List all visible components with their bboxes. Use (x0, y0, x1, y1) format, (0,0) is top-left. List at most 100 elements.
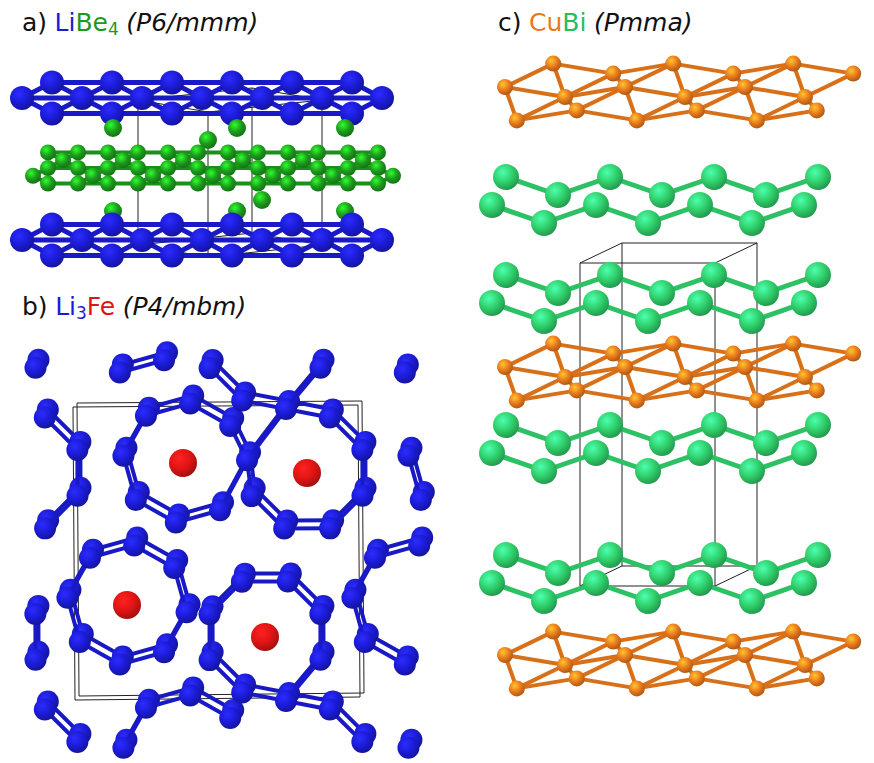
atom (597, 164, 623, 190)
atom (250, 176, 266, 192)
bond (757, 390, 817, 400)
atom (687, 440, 713, 466)
atom (497, 79, 513, 95)
atom (689, 102, 705, 118)
atom (125, 489, 147, 511)
atom (40, 244, 64, 268)
atom (629, 680, 645, 696)
atom (66, 731, 88, 753)
atom (310, 228, 334, 252)
atom (805, 542, 831, 568)
atom (220, 244, 244, 268)
atom (130, 160, 146, 176)
atom (749, 392, 765, 408)
atom (231, 681, 253, 703)
bi-layer (479, 570, 817, 614)
atom (34, 407, 56, 429)
bond (697, 110, 757, 120)
formula-part: Bi (562, 8, 586, 37)
bond (745, 655, 805, 665)
formula-part: c) (498, 8, 522, 37)
bond (505, 87, 565, 97)
atom (40, 160, 56, 176)
atom (199, 649, 221, 671)
cell-edge (79, 693, 364, 696)
atom (687, 192, 713, 218)
atom (649, 560, 675, 586)
atom (85, 168, 101, 184)
atom (497, 359, 513, 375)
atom (310, 160, 326, 176)
atom (341, 587, 363, 609)
atom (665, 336, 681, 352)
bond (505, 632, 553, 655)
atom (179, 392, 201, 414)
atom (231, 389, 253, 411)
atom (394, 362, 416, 384)
atom (199, 357, 221, 379)
atom (160, 70, 184, 94)
atom (370, 176, 386, 192)
libe4-structure (10, 70, 401, 267)
atom (104, 119, 122, 137)
atom (597, 262, 623, 288)
atom (24, 649, 46, 671)
formula-part: Fe (87, 292, 115, 321)
atom (319, 699, 341, 721)
atom (277, 571, 299, 593)
bond (805, 74, 853, 97)
bond (745, 87, 805, 97)
atom (509, 112, 525, 128)
atom (340, 70, 364, 94)
atom (123, 534, 145, 556)
atom (319, 407, 341, 429)
bond (697, 87, 745, 110)
atom (310, 144, 326, 160)
atom (845, 66, 861, 82)
atom (100, 70, 124, 94)
atom (220, 70, 244, 94)
bond (745, 367, 805, 377)
unit-cell (138, 88, 322, 257)
cell-edge (252, 88, 253, 233)
atom (220, 212, 244, 236)
atom (319, 517, 341, 539)
atom (205, 168, 221, 184)
atom (493, 412, 519, 438)
atom (280, 144, 296, 160)
li-network (27, 341, 434, 751)
atom (739, 588, 765, 614)
atom (635, 588, 661, 614)
bond (577, 367, 625, 390)
atom (153, 349, 175, 371)
atom (56, 587, 78, 609)
atom (687, 290, 713, 316)
atom (725, 66, 741, 82)
atom (112, 445, 134, 467)
bi-layer (493, 262, 831, 306)
bond (505, 367, 565, 377)
atom (617, 359, 633, 375)
bi-layer (479, 440, 817, 484)
li-links (35, 352, 423, 748)
atom (753, 560, 779, 586)
atom (791, 290, 817, 316)
atom (394, 654, 416, 676)
atom (665, 56, 681, 72)
atom (805, 262, 831, 288)
atom (545, 624, 561, 640)
atom (531, 588, 557, 614)
atom (545, 182, 571, 208)
atom (250, 86, 274, 110)
atom (785, 56, 801, 72)
atom (739, 308, 765, 334)
atom (160, 212, 184, 236)
atom (725, 634, 741, 650)
atom (109, 654, 131, 676)
atom (545, 56, 561, 72)
atom (310, 86, 334, 110)
atom (370, 160, 386, 176)
bond (697, 367, 745, 390)
atom (130, 144, 146, 160)
atom (169, 449, 197, 477)
